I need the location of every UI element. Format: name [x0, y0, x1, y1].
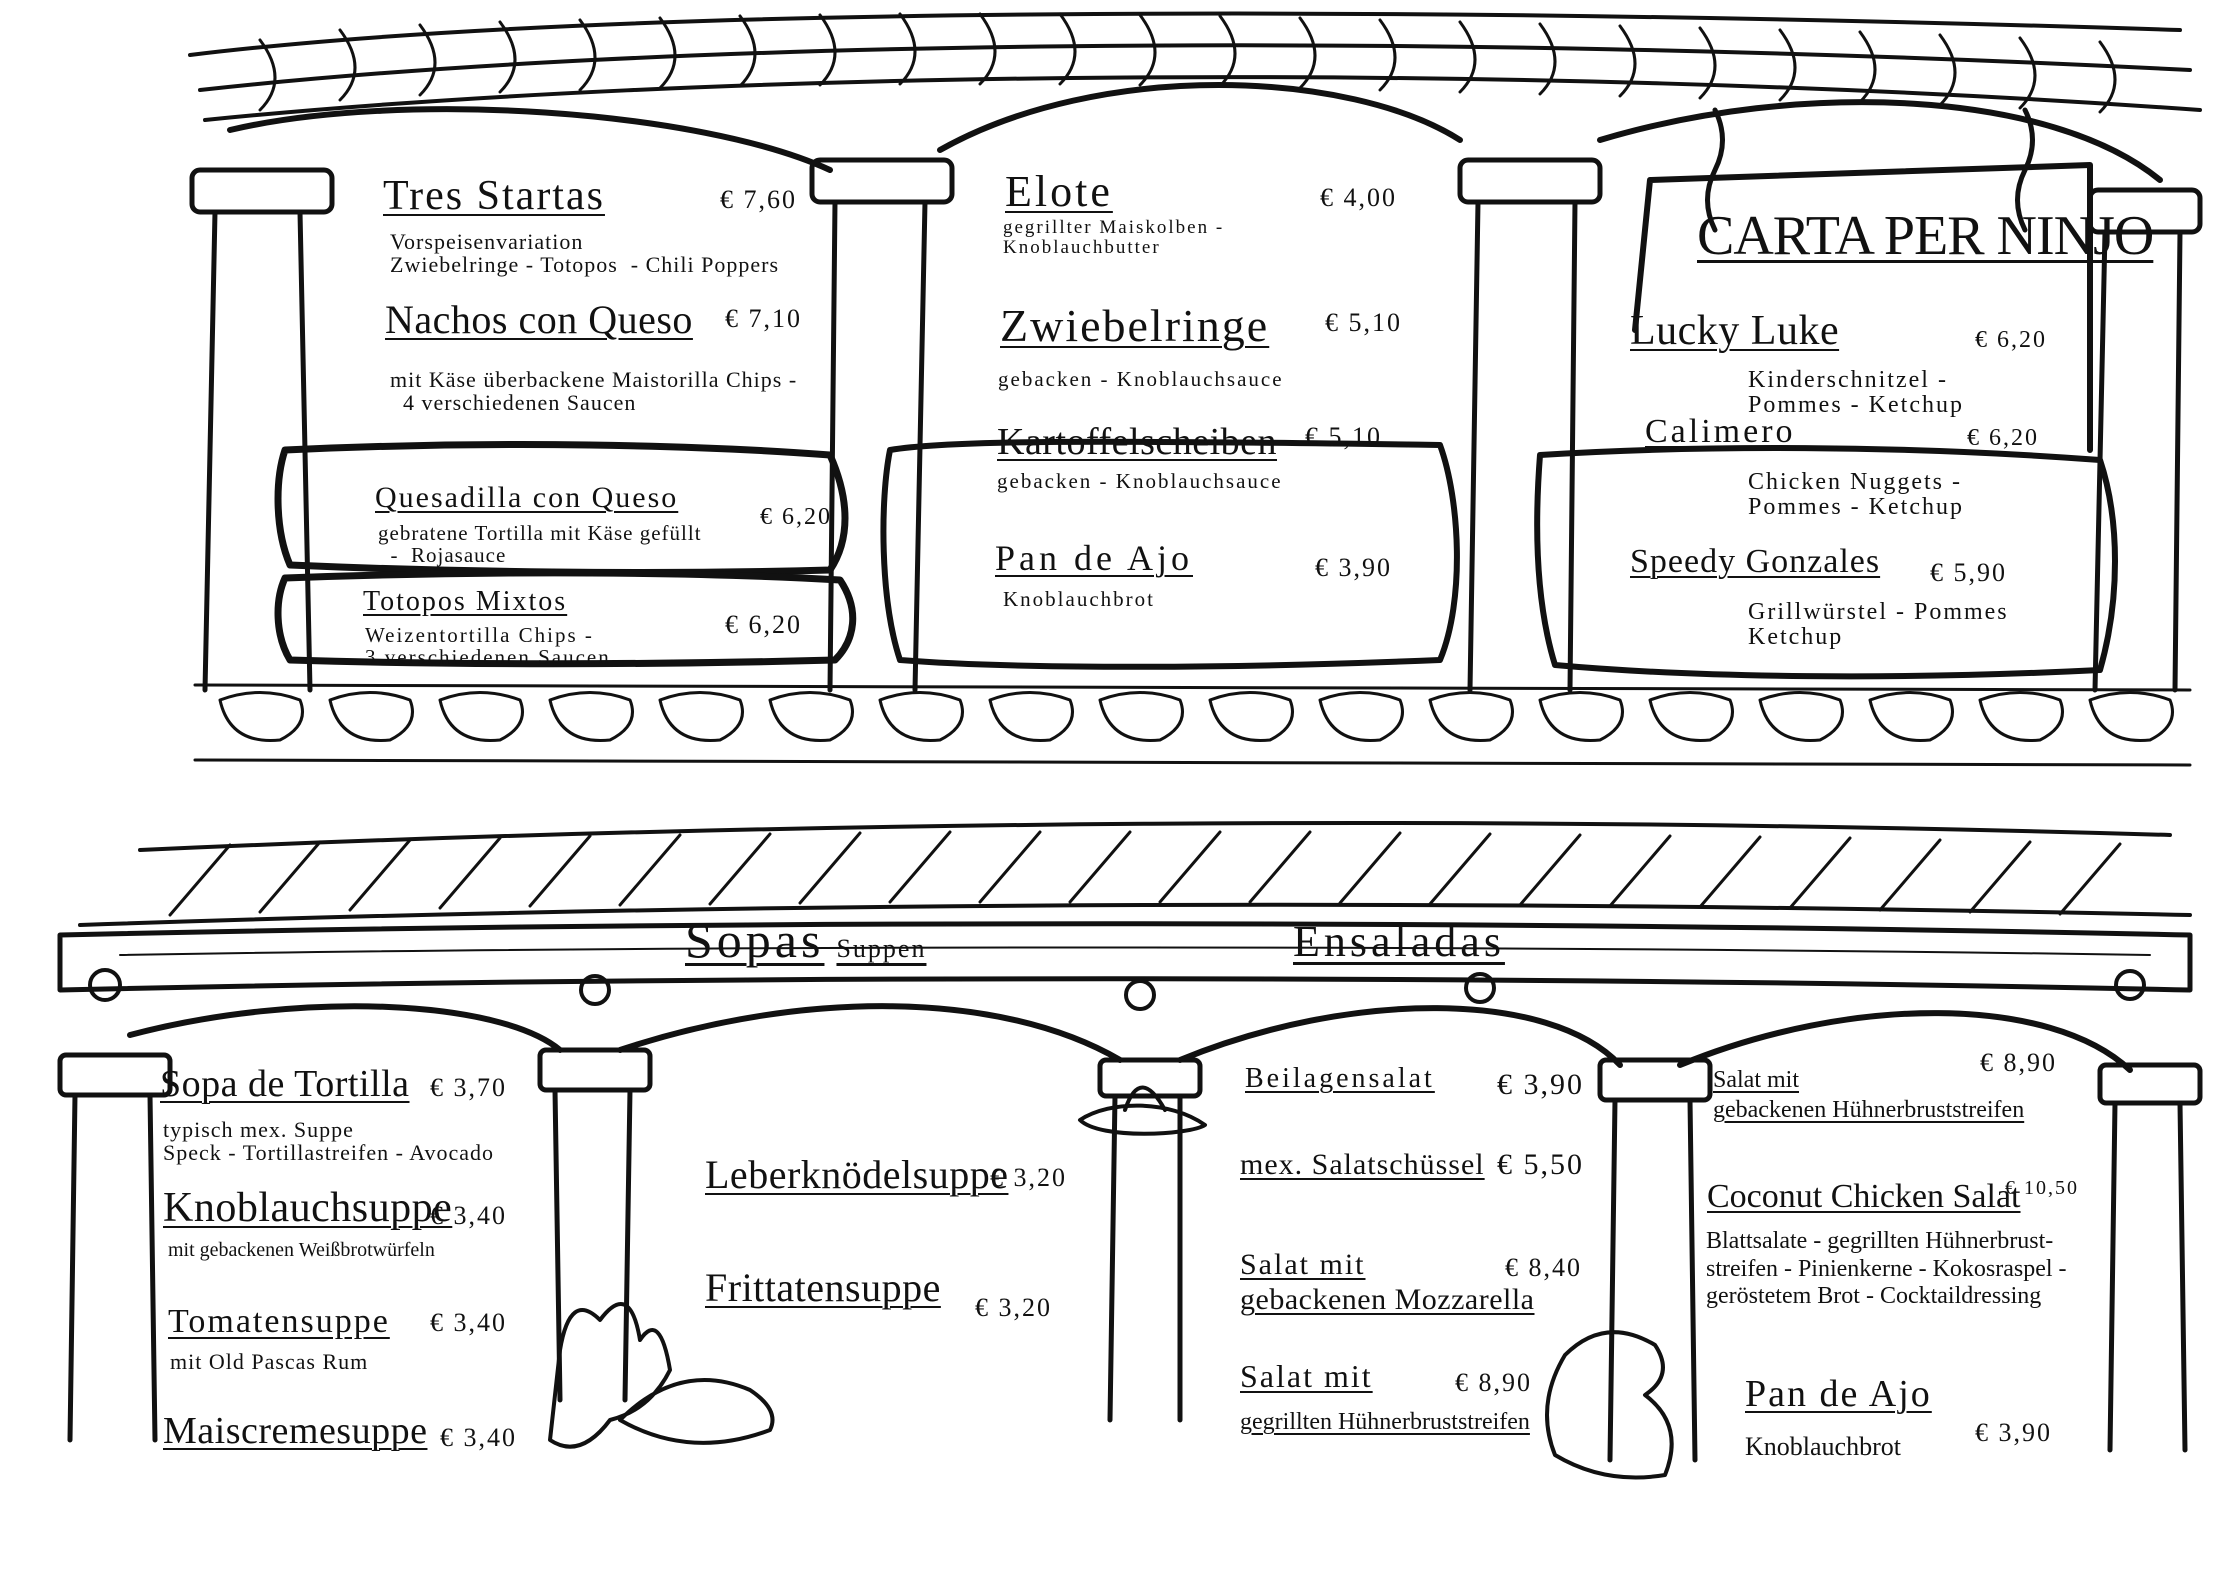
- board-middle: [883, 442, 1456, 667]
- sopas-title: Sopas: [685, 912, 825, 968]
- item-name: Salat mit: [1713, 1067, 1799, 1093]
- item-price: € 3,20: [990, 1163, 1067, 1192]
- item-name: Elote: [1005, 167, 1113, 216]
- item-name: Tomatensuppe: [168, 1303, 390, 1340]
- wooden-beam: [60, 924, 2190, 990]
- item-price: € 4,00: [1320, 183, 1397, 212]
- bottom-columns: [60, 1050, 2200, 1460]
- board-quesadilla: [278, 445, 845, 573]
- item-desc: mit Käse überbackene Maistorilla Chips -…: [390, 367, 798, 416]
- item-price: € 7,60: [720, 185, 797, 214]
- item-name: Nachos con Queso: [385, 297, 693, 342]
- item-desc: typisch mex. Suppe Speck - Tortillastrei…: [163, 1117, 494, 1166]
- item-desc: Kinderschnitzel - Pommes - Ketchup: [1748, 367, 1964, 419]
- item-price: € 3,90: [1975, 1418, 2052, 1447]
- item-name: Lucky Luke: [1630, 308, 1840, 354]
- cobblestones: [195, 685, 2190, 765]
- item-name-line2: gebackenen Hühnerbruststreifen: [1713, 1097, 2025, 1123]
- item-desc: Vorspeisenvariation Zwiebelringe - Totop…: [390, 229, 780, 278]
- sleeping-figure: [1547, 1332, 1672, 1477]
- item-price: € 8,40: [1505, 1253, 1582, 1282]
- kids-sign: [1635, 165, 2090, 450]
- ensaladas-title: Ensaladas: [1293, 917, 1505, 966]
- sopas-subtitle: Suppen: [836, 934, 927, 963]
- item-desc: gebacken - Knoblauchsauce: [997, 469, 1283, 493]
- item-price: € 3,90: [1497, 1068, 1584, 1101]
- item-desc: gebacken - Knoblauchsauce: [998, 367, 1284, 391]
- item-desc: gebratene Tortilla mit Käse gefüllt - Ro…: [378, 521, 702, 568]
- item-desc: Chicken Nuggets - Pommes - Ketchup: [1748, 469, 1964, 521]
- item-price: € 3,40: [430, 1308, 507, 1337]
- item-name: Pan de Ajo: [1745, 1373, 1932, 1415]
- item-name: Quesadilla con Queso: [375, 481, 679, 514]
- item-price: € 5,50: [1497, 1148, 1584, 1181]
- item-price: € 6,20: [725, 610, 802, 639]
- item-price: € 8,90: [1455, 1368, 1532, 1397]
- item-name: Salat mit: [1240, 1358, 1373, 1394]
- item-name-line2: gegrillten Hühnerbruststreifen: [1240, 1409, 1530, 1435]
- item-price: € 3,70: [430, 1073, 507, 1102]
- item-name: Beilagensalat: [1245, 1063, 1435, 1094]
- item-name: Leberknödelsuppe: [705, 1152, 1009, 1197]
- item-name: Maiscremesuppe: [163, 1410, 428, 1452]
- bottom-roof: [80, 823, 2190, 925]
- cactus-figure: [550, 1304, 773, 1447]
- item-name: Coconut Chicken Salat: [1707, 1178, 2021, 1215]
- item-desc: Grillwürstel - Pommes Ketchup: [1748, 599, 2009, 651]
- top-columns: [192, 160, 2200, 690]
- item-name: Totopos Mixtos: [363, 586, 568, 617]
- item-desc: Knoblauchbrot: [1745, 1432, 1901, 1461]
- item-name: Speedy Gonzales: [1630, 543, 1881, 580]
- item-price: € 6,20: [1975, 327, 2047, 353]
- item-price: € 3,90: [1315, 553, 1392, 582]
- item-price: € 6,20: [1967, 425, 2039, 451]
- item-name: Sopa de Tortilla: [160, 1063, 410, 1105]
- item-desc: Weizentortilla Chips - 3 verschiedenen S…: [365, 623, 611, 670]
- item-name: Knoblauchsuppe: [163, 1185, 453, 1231]
- item-price: € 3,20: [975, 1293, 1052, 1322]
- item-name: Zwiebelringe: [1000, 300, 1270, 351]
- item-name: Tres Startas: [383, 173, 605, 219]
- item-name: Salat mit: [1240, 1248, 1366, 1281]
- item-desc: mit gebackenen Weißbrotwürfeln: [168, 1239, 435, 1261]
- item-price: € 5,10: [1305, 422, 1382, 451]
- item-name: mex. Salatschüssel: [1240, 1148, 1485, 1181]
- item-price: € 8,90: [1980, 1048, 2057, 1077]
- roof-tiles: [190, 14, 2200, 120]
- item-price: € 5,90: [1930, 558, 2007, 587]
- item-name: Kartoffelscheiben: [997, 421, 1278, 463]
- bottom-arches: [130, 1006, 2130, 1070]
- board-kids: [1537, 448, 2115, 676]
- item-price: € 6,20: [760, 504, 832, 530]
- item-desc: Blattsalate - gegrillten Hühnerbrust- st…: [1706, 1228, 2067, 1310]
- item-price: € 5,10: [1325, 308, 1402, 337]
- kids-title: CARTA PER NINJO: [1697, 205, 2154, 267]
- item-name: Pan de Ajo: [995, 538, 1193, 578]
- item-desc: Knoblauchbrot: [1003, 587, 1155, 611]
- item-price: € 7,10: [725, 304, 802, 333]
- item-name: Frittatensuppe: [705, 1265, 941, 1310]
- item-name: Calimero: [1645, 413, 1796, 450]
- item-price: € 10,50: [2005, 1177, 2079, 1199]
- board-totopos: [278, 573, 853, 664]
- item-desc: gegrillter Maiskolben - Knoblauchbutter: [1003, 217, 1225, 258]
- item-desc: mit Old Pascas Rum: [170, 1349, 369, 1374]
- sopas-heading: Sopas Suppen: [685, 915, 926, 965]
- sombrero-figure: [1080, 1088, 1205, 1134]
- item-price: € 3,40: [430, 1201, 507, 1230]
- item-name-line2: gebackenen Mozzarella: [1240, 1283, 1535, 1316]
- item-price: € 3,40: [440, 1423, 517, 1452]
- top-arches: [230, 85, 2160, 180]
